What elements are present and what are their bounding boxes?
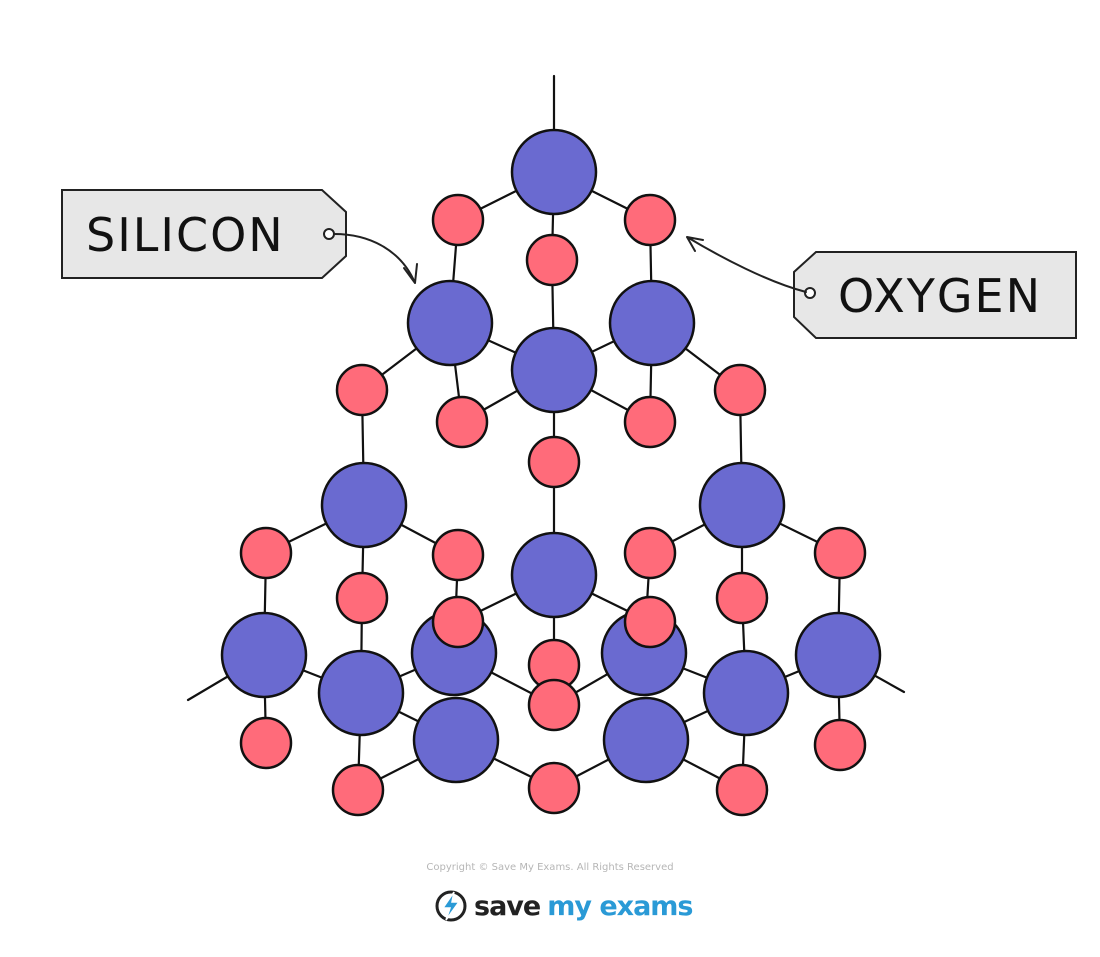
oxygen-atom: [623, 395, 677, 449]
oxygen-atom: [331, 763, 385, 817]
oxygen-atom: [623, 193, 677, 247]
oxygen-atom: [623, 526, 677, 580]
oxygen-pointer-arrow: [686, 236, 807, 293]
oxygen-atom: [713, 363, 767, 417]
oxygen-atom: [527, 678, 581, 732]
oxygen-atom: [813, 718, 867, 772]
oxygen-atom: [431, 528, 485, 582]
lightning-bolt-icon: [435, 890, 467, 922]
oxygen-label-text: OXYGEN: [838, 269, 1042, 323]
brand-name-my-exams: my exams: [547, 890, 693, 922]
silicon-atom: [602, 696, 690, 784]
oxygen-atom: [525, 233, 579, 287]
silicon-atom: [794, 611, 882, 699]
oxygen-atom: [623, 595, 677, 649]
oxygen-atom: [335, 363, 389, 417]
silicon-atom: [510, 531, 598, 619]
silicon-atom: [698, 461, 786, 549]
silicon-atom: [412, 696, 500, 784]
oxygen-label-hole: [804, 287, 816, 299]
copyright-notice: Copyright © Save My Exams. All Rights Re…: [426, 862, 674, 873]
silicon-atom: [510, 128, 598, 216]
oxygen-atom: [715, 571, 769, 625]
silicon-label: SILICON: [61, 189, 418, 284]
oxygen-atom: [813, 526, 867, 580]
silicon-label-hole: [323, 228, 335, 240]
brand-name-save: save: [474, 890, 541, 922]
silicon-atom: [702, 649, 790, 737]
silicon-label-tag: [61, 189, 347, 279]
oxygen-atom: [431, 595, 485, 649]
atoms: [220, 128, 882, 817]
silicon-atom: [510, 326, 598, 414]
silicon-atom: [317, 649, 405, 737]
oxygen-atom: [239, 716, 293, 770]
oxygen-atom: [527, 761, 581, 815]
oxygen-atom: [239, 526, 293, 580]
silicon-pointer-arrow: [333, 233, 418, 284]
silicon-label-text: SILICON: [86, 208, 285, 262]
silicon-atom: [220, 611, 308, 699]
oxygen-atom: [335, 571, 389, 625]
silicon-atom: [320, 461, 408, 549]
oxygen-label: OXYGEN: [686, 236, 1077, 339]
oxygen-atom: [435, 395, 489, 449]
silicon-atom: [406, 279, 494, 367]
silicon-atom: [608, 279, 696, 367]
oxygen-atom: [715, 763, 769, 817]
oxygen-atom: [527, 435, 581, 489]
oxygen-atom: [431, 193, 485, 247]
brand-logo: save my exams: [434, 886, 694, 926]
oxygen-label-tag: [793, 251, 1077, 339]
